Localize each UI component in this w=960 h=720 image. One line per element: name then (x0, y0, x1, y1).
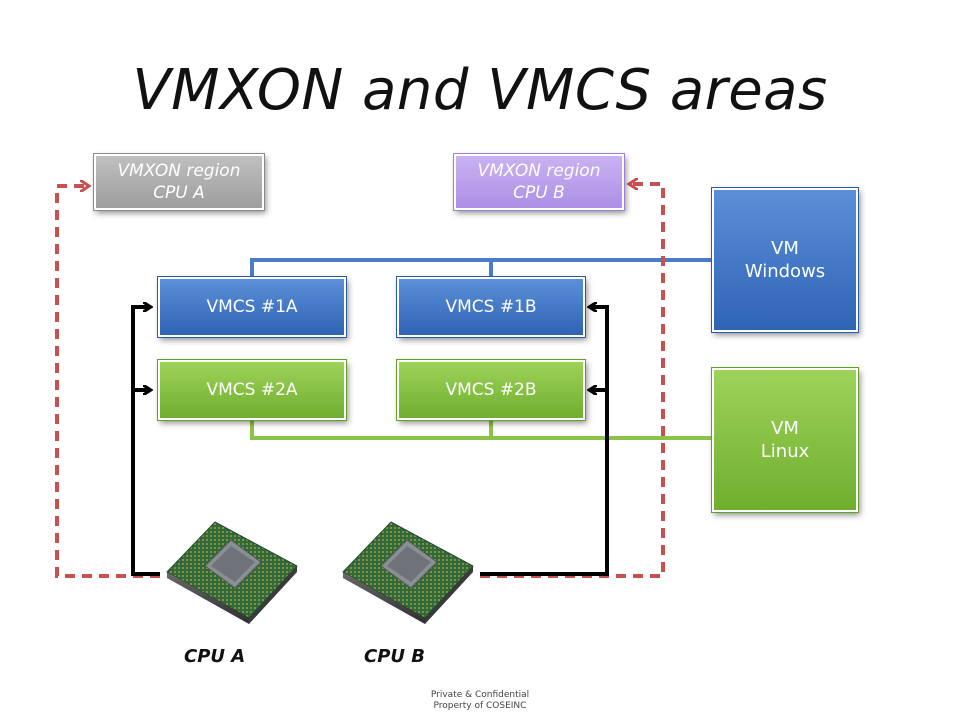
vm-linux: VM Linux (711, 367, 859, 513)
cpu-a-vmcs-arrows (131, 307, 160, 576)
cpu-b-vmcs-arrows (480, 307, 609, 576)
vmcs-1a: VMCS #1A (157, 276, 347, 338)
footer-confidential: Private & Confidential Property of COSEI… (430, 690, 530, 712)
vmcs-2a: VMCS #2A (157, 359, 347, 421)
vm-windows: VM Windows (711, 187, 859, 333)
cpu-b-chip-image (342, 521, 474, 624)
vmcs-2b: VMCS #2B (396, 359, 586, 421)
cpu-a-label: CPU A (184, 646, 246, 667)
cpu-a-vmxon-arrow (55, 186, 160, 578)
vmxon-region-cpu-a: VMXON region CPU A (93, 153, 265, 211)
cpu-a-chip-image (166, 521, 298, 624)
slide-title: VMXON and VMCS areas (132, 58, 828, 123)
vmcs-1b: VMCS #1B (396, 276, 586, 338)
blue-connector (250, 258, 720, 278)
green-connector (250, 420, 720, 440)
cpu-b-label: CPU B (364, 646, 426, 667)
vmxon-region-cpu-b: VMXON region CPU B (453, 153, 625, 211)
